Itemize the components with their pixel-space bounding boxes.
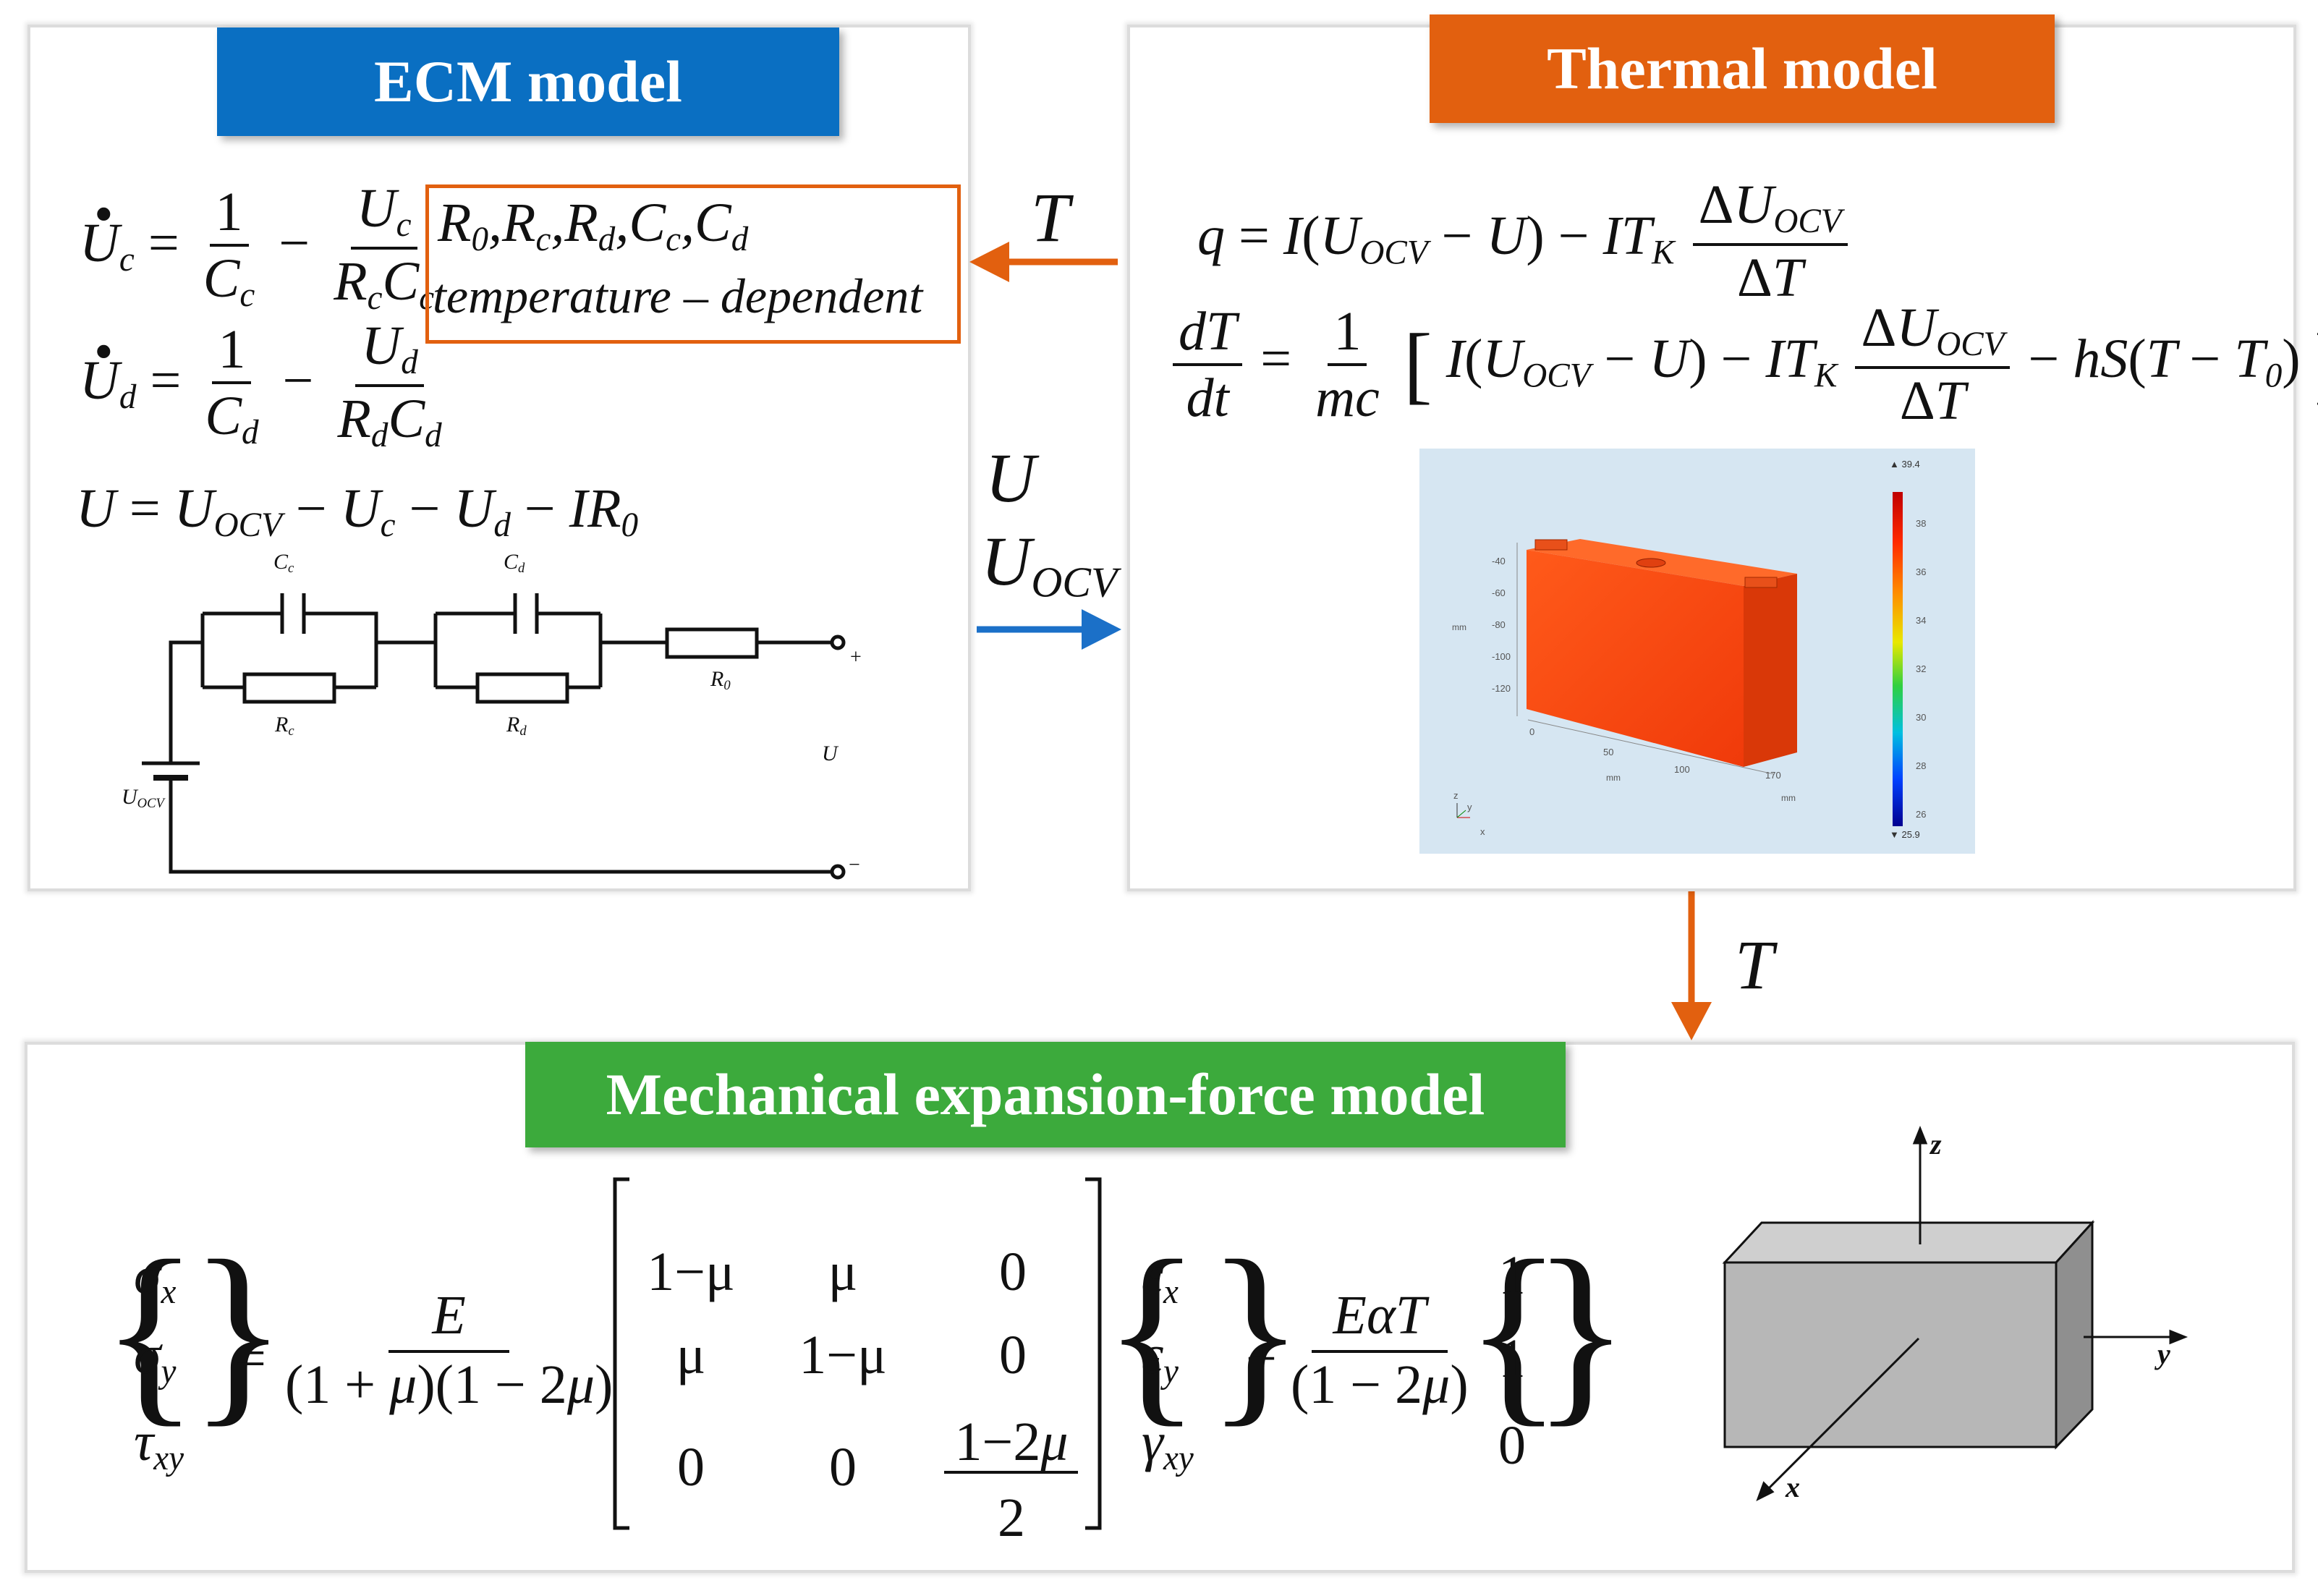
heatmap-colorbar (1893, 492, 1903, 826)
arrow-t-down-label: T (1735, 926, 1774, 1003)
heatmap-y-unit: mm (1452, 622, 1466, 632)
label-u-terminal: U (822, 742, 838, 765)
arrow-t-left-head (969, 242, 1009, 282)
cbar-tick: 38 (1916, 518, 1927, 529)
svg-text:z: z (1453, 790, 1459, 801)
mech-equals: = (235, 1328, 266, 1389)
axis-z-label: z (1930, 1128, 1942, 1160)
svg-text:x: x (1480, 826, 1485, 837)
arrow-t-left-label: T (1031, 179, 1070, 256)
eq-u: U = UOCV − Uc − Ud − IR0 (76, 478, 639, 545)
heatmap-x-unit2: mm (1781, 793, 1796, 803)
y-tick: -120 (1492, 683, 1511, 694)
matrix-cell: 0 (999, 1325, 1027, 1385)
axis-y-label: y (2157, 1338, 2170, 1370)
sigma-x: σx (134, 1245, 177, 1312)
label-plus: + (850, 646, 862, 668)
mech-coef: E(1 + μ)(1 − 2μ) (285, 1285, 614, 1415)
x-tick: 100 (1674, 764, 1690, 775)
arrow-u-right-head (1082, 609, 1121, 650)
mech-brace-left-2: { (1103, 1218, 1201, 1443)
epsilon-y: εy (1142, 1325, 1179, 1391)
arrow-u-label: U (985, 439, 1036, 517)
sigma-y: σy (134, 1325, 177, 1391)
cbar-tick: 32 (1916, 663, 1927, 674)
label-cc: Cc (273, 550, 294, 577)
matrix-cell-frac-den: 2 (998, 1487, 1025, 1548)
mech-brace-left-1: { (101, 1218, 199, 1443)
cbar-tick: 34 (1916, 615, 1927, 626)
y-tick: -100 (1492, 651, 1511, 662)
gamma-xy: γxy (1142, 1412, 1194, 1478)
matrix-cell: 0 (677, 1437, 705, 1498)
axis-x-label: x (1786, 1471, 1800, 1503)
mech-brace-left-1-close: } (190, 1218, 287, 1443)
matrix-cell: μ (676, 1325, 706, 1385)
ecm-circuit (142, 593, 846, 880)
heatmap-block-front (1527, 550, 1744, 767)
cbar-tick: 36 (1916, 566, 1927, 577)
param-line-1: R0,Rc,Rd,Cc,Cd (438, 192, 749, 259)
mech-thermal-coef: EαT(1 − 2μ) (1291, 1285, 1469, 1415)
vec-right-1: 1 (1498, 1245, 1526, 1306)
label-uocv: UOCV (122, 785, 164, 812)
mech-title: Mechanical expansion-force model (525, 1042, 1566, 1147)
matrix-cell: 0 (999, 1241, 1027, 1302)
label-cd: Cd (504, 550, 525, 577)
heatmap-figure: z y x ▲ 39.4 ▼ 25.9 38 36 34 32 30 28 26… (1419, 449, 1975, 854)
label-rd: Rd (506, 713, 527, 739)
vec-right-2: 1 (1498, 1328, 1526, 1389)
x-tick: 50 (1603, 747, 1614, 757)
heatmap-max: ▲ 39.4 (1890, 459, 1920, 470)
matrix-cell: 1−μ (799, 1325, 887, 1385)
mech-brace-left-3-close: } (1532, 1218, 1630, 1443)
cbar-tick: 30 (1916, 712, 1927, 723)
heatmap-min: ▼ 25.9 (1890, 829, 1920, 840)
label-rc: Rc (275, 713, 294, 739)
matrix-cell: 1−μ (647, 1241, 735, 1302)
heatmap-block-side (1744, 574, 1797, 767)
mech-brace-left-2-close: } (1207, 1218, 1304, 1443)
heatmap-x-unit: mm (1606, 773, 1621, 783)
vec-right-3: 0 (1498, 1415, 1526, 1476)
arrow-t-down-head (1671, 1002, 1712, 1040)
param-box (425, 184, 961, 344)
ecm-panel (27, 25, 971, 891)
svg-text:y: y (1467, 802, 1472, 812)
thermal-title: Thermal model (1430, 14, 2055, 123)
arrow-uocv-label: UOCV (981, 522, 1118, 606)
label-r0: R0 (710, 667, 731, 694)
label-minus: − (849, 854, 860, 876)
mech-plus: + (1246, 1328, 1277, 1389)
matrix-cell: 0 (829, 1437, 857, 1498)
x-tick: 170 (1765, 770, 1781, 781)
matrix-cell-frac-num: 1−2μ (954, 1412, 1069, 1472)
ecm-title: ECM model (217, 27, 839, 136)
tau-xy: τxy (134, 1412, 184, 1478)
x-tick: 0 (1529, 726, 1535, 737)
y-tick: -80 (1492, 619, 1506, 630)
y-tick: -60 (1492, 587, 1506, 598)
cbar-tick: 26 (1916, 809, 1927, 820)
y-tick: -40 (1492, 556, 1506, 566)
matrix-cell: μ (828, 1241, 858, 1302)
epsilon-x: εx (1142, 1245, 1179, 1312)
mech-brace-left-3: { (1465, 1218, 1563, 1443)
param-line-2: temperature – dependent (433, 268, 923, 323)
cbar-tick: 28 (1916, 760, 1927, 771)
